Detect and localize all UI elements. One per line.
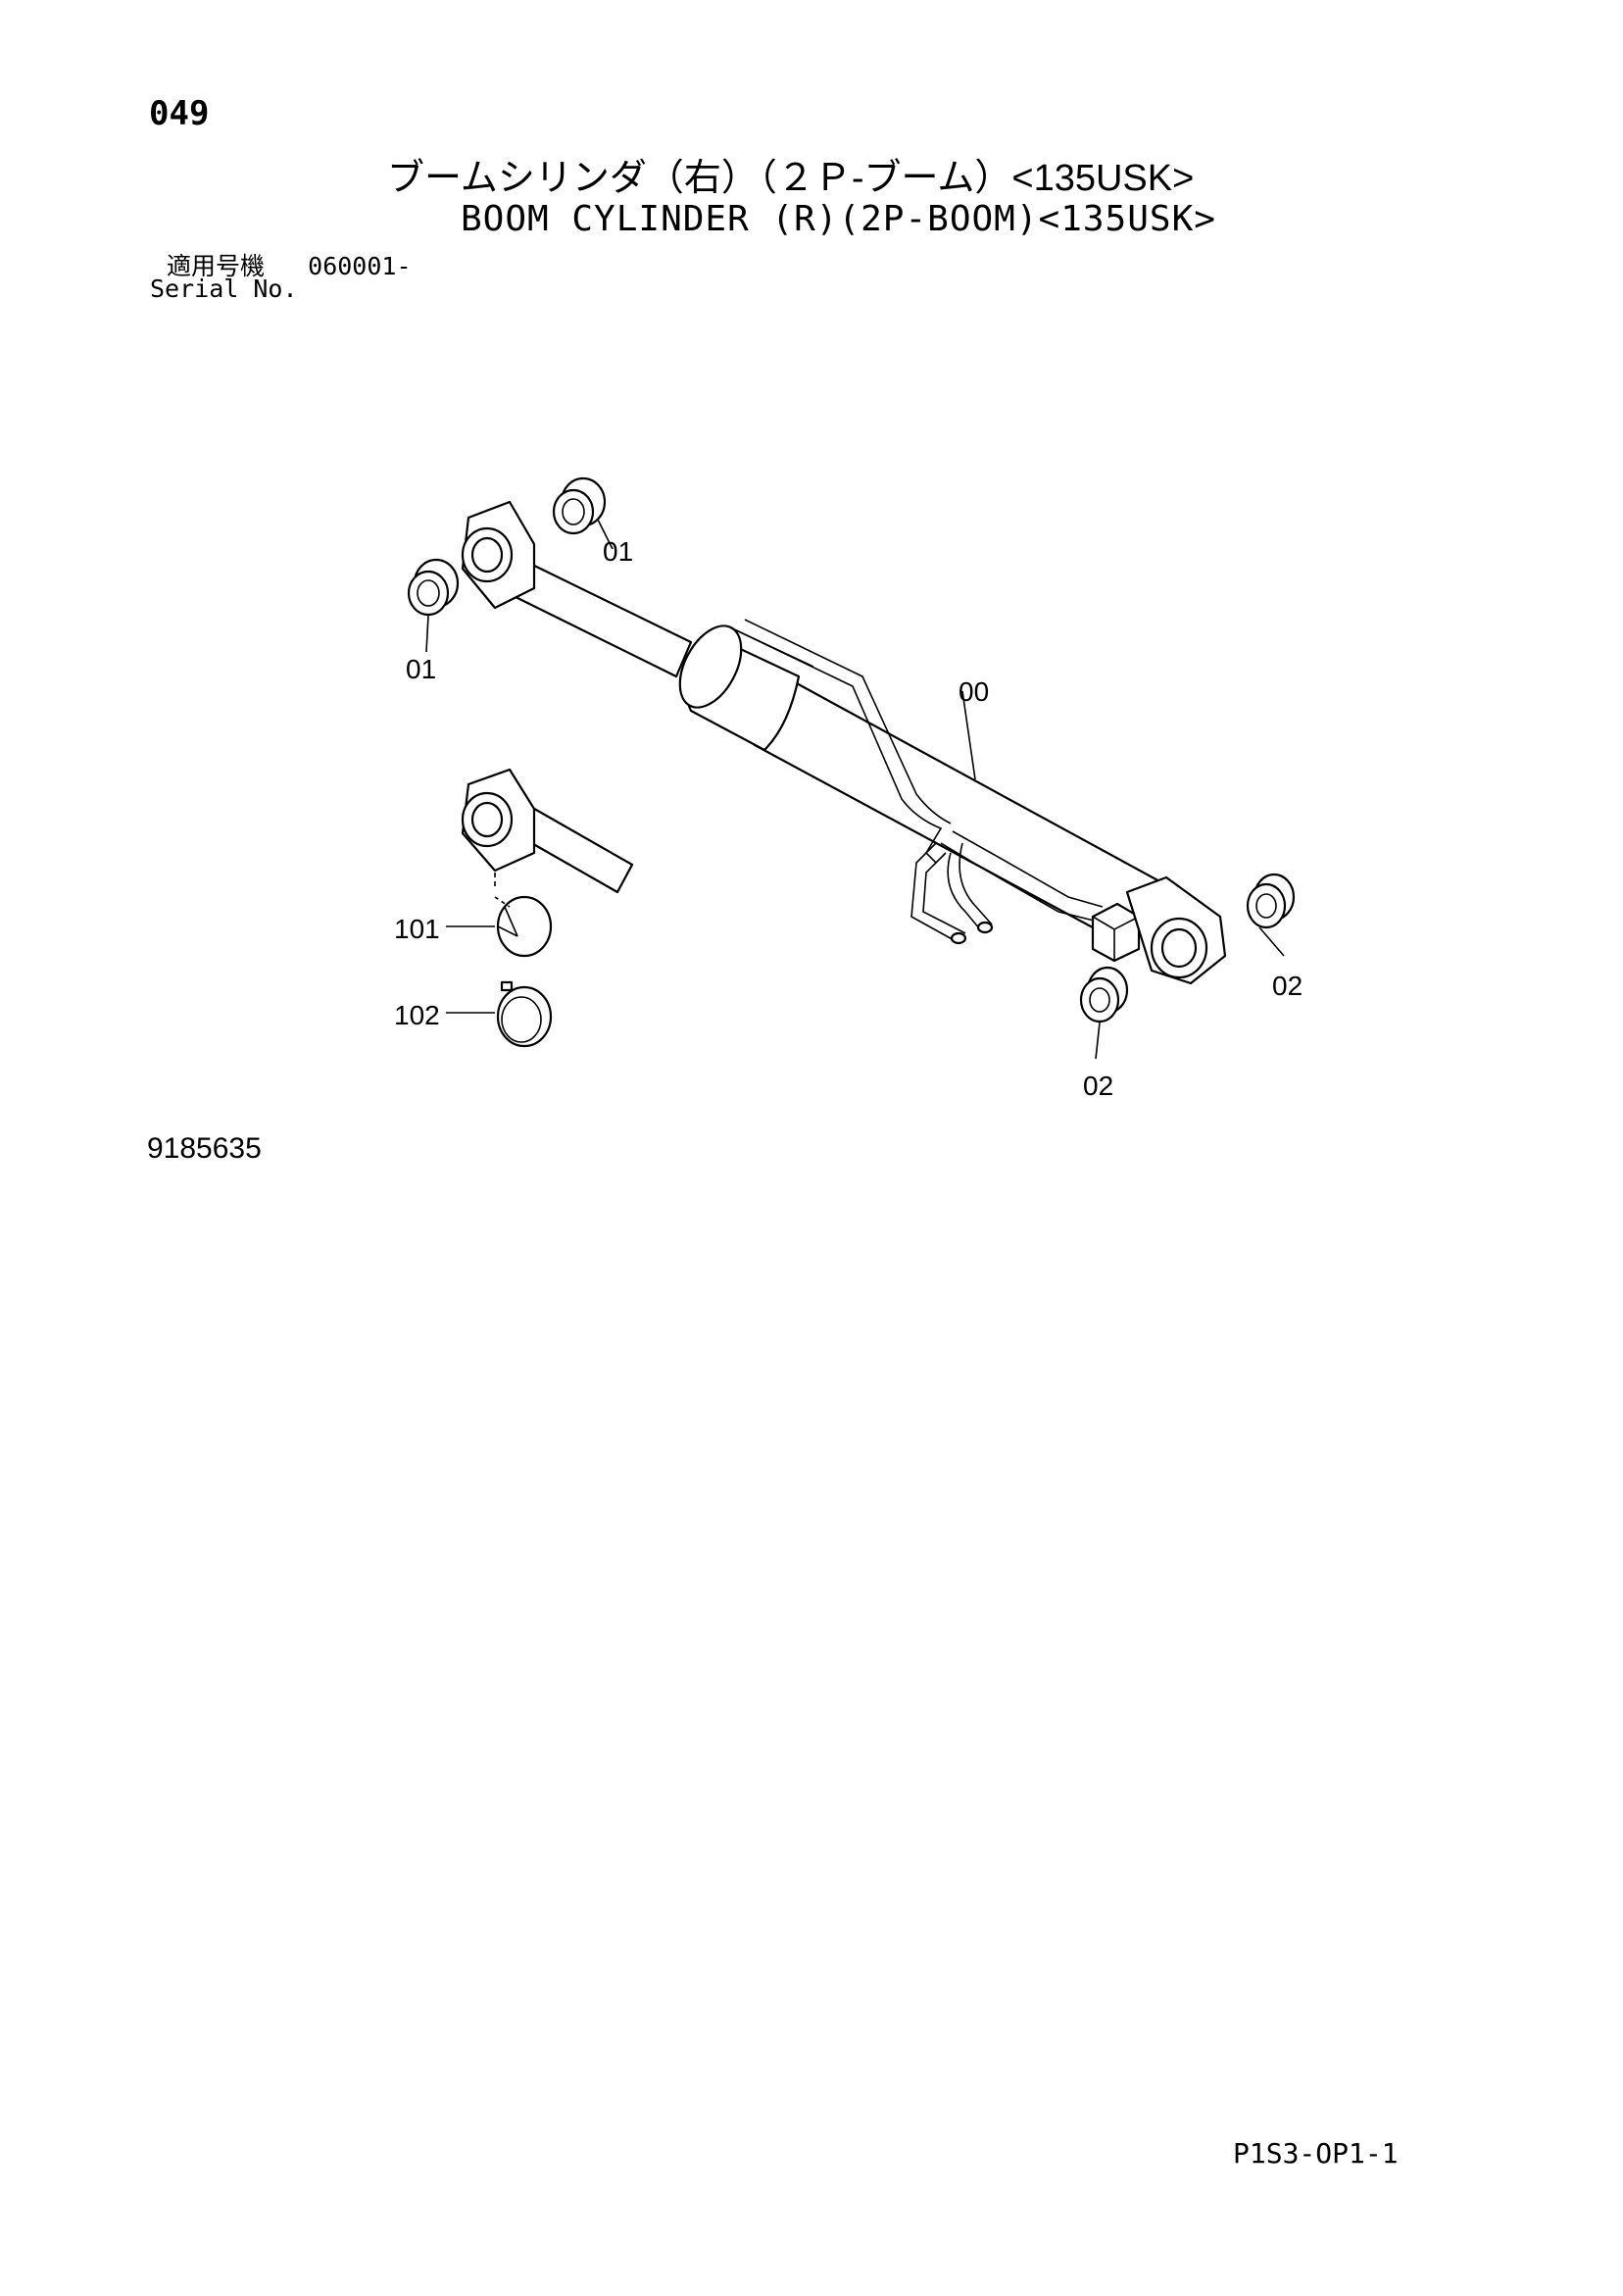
rod-end-detail — [461, 768, 634, 894]
pin-bushing-01-left — [407, 558, 460, 617]
pin-bushing-01-right — [552, 476, 607, 535]
serial-value: 060001- — [308, 252, 412, 280]
split-bushing-102 — [496, 980, 553, 1048]
callout-101: 101 — [394, 914, 440, 944]
title-japanese: ブームシリンダ（右）（２Ｐ-ブーム）<135USK> — [387, 158, 1195, 199]
pipe-clamp-block — [1091, 902, 1141, 963]
leader-lines — [425, 519, 1285, 1060]
callout-02-right: 02 — [1272, 971, 1303, 1001]
page-number: 049 — [149, 94, 210, 133]
callout-102: 102 — [394, 1000, 440, 1030]
piston-rod — [508, 559, 693, 678]
pin-bushing-02-right — [1246, 873, 1296, 929]
rod-end-eye — [461, 500, 536, 610]
title-english: BOOM CYLINDER (R)(2P-BOOM)<135USK> — [461, 199, 1216, 239]
hydraulic-piping — [729, 619, 1104, 945]
serial-range-japanese: 適用号機 060001- — [167, 247, 412, 282]
callout-01-left: 01 — [406, 654, 436, 684]
callout-00: 00 — [959, 676, 989, 707]
serial-label-english: Serial No. — [150, 275, 298, 303]
cylinder-tube — [678, 624, 1163, 948]
callout-02-left: 02 — [1083, 1071, 1113, 1101]
footer-code: P1S3-OP1-1 — [1233, 2137, 1399, 2170]
callout-01-right: 01 — [603, 536, 633, 567]
cylinder-bottom-eye — [1125, 875, 1227, 985]
drawing-number: 9185635 — [147, 1132, 262, 1165]
pin-bushing-02-left — [1079, 966, 1129, 1023]
serial-label-japanese: 適用号機 — [167, 252, 266, 280]
boom-cylinder-diagram: 01 01 00 02 02 101 102 — [394, 476, 1303, 1101]
split-bushing-101 — [496, 895, 553, 958]
